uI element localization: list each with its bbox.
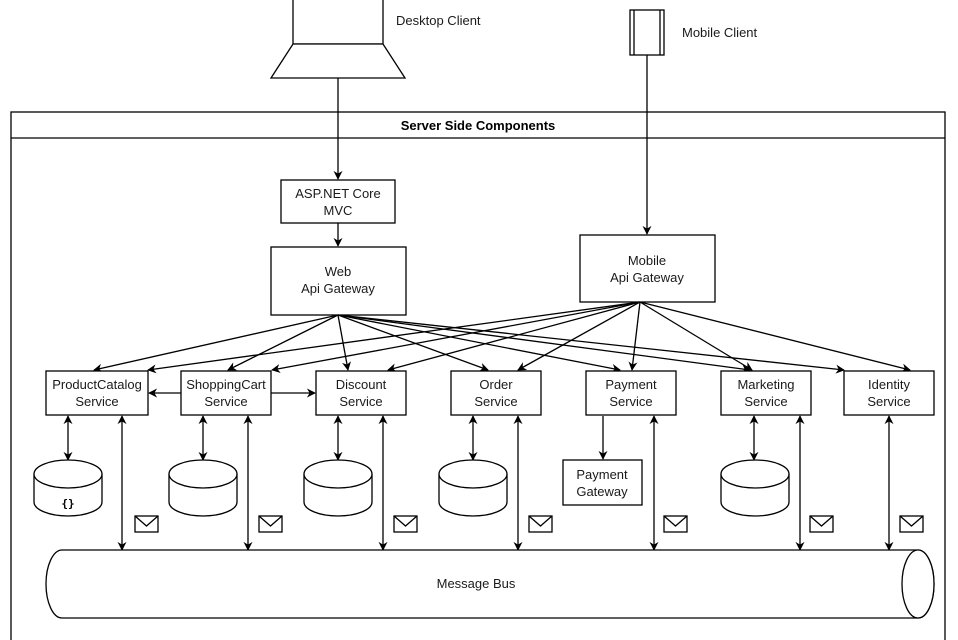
message-bus[interactable]: Message Bus (45, 549, 935, 619)
order-database[interactable] (438, 459, 508, 517)
service-label-line1: ProductCatalog (52, 377, 142, 392)
mobile-to-identity-arrow (639, 301, 911, 373)
web-to-payment-arrow (337, 314, 621, 373)
marketing-database[interactable] (720, 459, 790, 517)
payment-gateway-label-line2: Gateway (576, 484, 628, 499)
desktop-client-label: Desktop Client (396, 13, 481, 28)
identity-service-node[interactable]: Identity Service (843, 370, 935, 416)
envelope-icon (528, 515, 553, 533)
marketing-service-node[interactable]: Marketing Service (720, 370, 812, 416)
mobile-to-productcatalog-arrow (147, 301, 641, 374)
productcatalog-service-node[interactable]: ProductCatalog Service (45, 370, 149, 416)
envelope-icon (393, 515, 418, 533)
mobile-phone-icon (629, 9, 665, 56)
mobile-to-shoppingcart-arrow (271, 301, 641, 373)
payment-service-node[interactable]: Payment Service (585, 370, 677, 416)
web-to-order-arrow (337, 314, 489, 372)
container-title: Server Side Components (401, 118, 556, 133)
mobile-to-order-arrow (517, 301, 641, 371)
web-to-productcatalog-arrow (93, 314, 339, 373)
service-label-line2: Service (867, 394, 910, 409)
service-label-line1: Discount (336, 377, 387, 392)
payment-gateway-label-line1: Payment (576, 467, 628, 482)
aspnet-mvc-node[interactable]: ASP.NET Core MVC (280, 179, 396, 224)
json-document-icon: {} (61, 497, 74, 510)
service-label-line1: Payment (605, 377, 657, 392)
mvc-label-line1: ASP.NET Core (295, 186, 381, 201)
mobile-to-payment-arrow (628, 301, 641, 371)
envelope-icon (663, 515, 688, 533)
service-label-line2: Service (204, 394, 247, 409)
discount-database[interactable] (303, 459, 373, 517)
mobile-to-discount-arrow (387, 301, 641, 373)
desktop-computer-icon (269, 0, 407, 79)
productcatalog-database[interactable]: {} (33, 459, 103, 517)
desktop-client[interactable]: Desktop Client (269, 0, 481, 79)
web-to-marketing-arrow (337, 314, 751, 374)
mobile-to-marketing-arrow (639, 301, 753, 371)
service-label-line2: Service (339, 394, 382, 409)
service-label-line2: Service (75, 394, 118, 409)
message-bus-label: Message Bus (437, 576, 516, 591)
shoppingcart-service-node[interactable]: ShoppingCart Service (180, 370, 272, 416)
mobile-gateway-label-line2: Api Gateway (610, 270, 684, 285)
service-label-line2: Service (744, 394, 787, 409)
envelope-icon (899, 515, 924, 533)
mobile-gateway-arrows (147, 301, 911, 374)
discount-service-node[interactable]: Discount Service (315, 370, 407, 416)
web-api-gateway-node[interactable]: Web Api Gateway (270, 246, 407, 316)
envelope-icon (809, 515, 834, 533)
service-label-line1: ShoppingCart (186, 377, 266, 392)
envelope-icon (258, 515, 283, 533)
database-links (63, 415, 759, 461)
mobile-gateway-label-line1: Mobile (628, 253, 666, 268)
web-to-shoppingcart-arrow (227, 314, 339, 371)
service-label-line2: Service (474, 394, 517, 409)
order-service-node[interactable]: Order Service (450, 370, 542, 416)
mobile-client[interactable]: Mobile Client (629, 9, 758, 56)
shoppingcart-database[interactable] (168, 459, 238, 517)
mobile-api-gateway-node[interactable]: Mobile Api Gateway (579, 234, 716, 303)
bus-links (117, 415, 894, 551)
web-gateway-label-line2: Api Gateway (301, 281, 375, 296)
mvc-label-line2: MVC (324, 203, 353, 218)
web-to-identity-arrow (337, 314, 845, 374)
mobile-client-label: Mobile Client (682, 25, 758, 40)
service-label-line2: Service (609, 394, 652, 409)
web-gateway-label-line1: Web (325, 264, 352, 279)
service-label-line1: Order (479, 377, 513, 392)
service-label-line1: Identity (868, 377, 910, 392)
envelope-icon (134, 515, 159, 533)
payment-gateway-node[interactable]: Payment Gateway (562, 459, 643, 506)
service-label-line1: Marketing (737, 377, 794, 392)
envelope-icons (134, 515, 924, 533)
